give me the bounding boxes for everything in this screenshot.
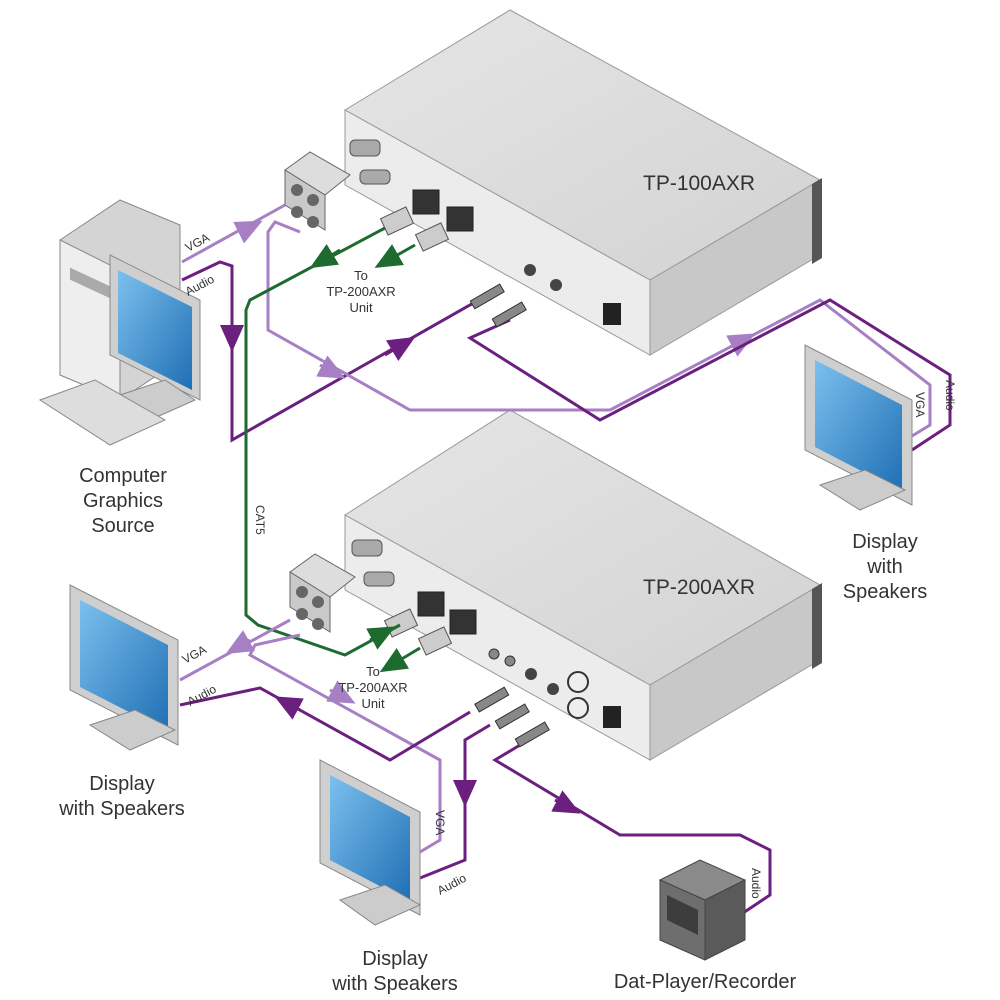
source-label-line-3: Source: [91, 515, 154, 537]
bottom-display-label-line-2: with Speakers: [331, 973, 458, 995]
rca-jack-1: [567, 671, 589, 693]
audio-jack-1: [525, 668, 537, 680]
audio-jack-2: [547, 683, 559, 695]
vga-out-port: [363, 571, 395, 587]
tp-200axr-label: TP-200AXR: [643, 576, 755, 599]
rj45-port-1: [412, 189, 440, 215]
cat5-cable: [244, 226, 401, 657]
dat-player-label: Dat-Player/Recorder: [614, 971, 797, 993]
rj45-plug: [414, 222, 450, 252]
tp-200axr-output-connectors: [289, 553, 356, 633]
rj45-port-2: [449, 609, 477, 635]
audio-plugs: [469, 283, 550, 748]
to-unit-top-line-2: TP-200AXR: [326, 284, 395, 299]
vga-cable-label: VGA: [433, 810, 447, 835]
tp-200axr-device: [344, 409, 822, 761]
cat5-label: CAT5: [253, 505, 267, 535]
vga-cable-to-bottom-display: [248, 633, 442, 857]
bottom-display-icon: [319, 759, 422, 926]
rj45-plug: [417, 626, 453, 656]
bottom-display-label-line-1: Display: [362, 948, 428, 970]
tp-100axr-input-connectors: [284, 151, 351, 231]
left-display-icon: [69, 584, 179, 751]
audio-cable-to-dat-player: [492, 743, 772, 917]
audio-cable-label: Audio: [185, 682, 219, 709]
to-unit-bottom-line-1: To: [366, 664, 380, 679]
rj45-port-1: [417, 591, 445, 617]
audio-cable-to-left-display: [179, 686, 471, 762]
vga-cable-label: VGA: [180, 642, 209, 666]
vga-cable-label: VGA: [183, 230, 212, 254]
power-jack: [603, 706, 621, 728]
to-unit-top-line-3: Unit: [349, 300, 373, 315]
right-display-icon: [804, 344, 913, 511]
source-label-line-2: Graphics: [83, 490, 163, 512]
keyboard-icon: [38, 379, 167, 446]
left-display-label-line-1: Display: [89, 773, 155, 795]
rs232-port: [349, 139, 381, 157]
to-unit-bottom-line-3: Unit: [361, 696, 385, 711]
right-display-label-line-1: Display: [852, 531, 918, 553]
audio-cable-label: Audio: [435, 871, 469, 898]
vga-cable-label: VGA: [913, 392, 927, 417]
rca-jack-2: [567, 697, 589, 719]
audio-out-jack: [550, 279, 562, 291]
tp-100axr-device: [344, 9, 822, 356]
dat-player-icon: [658, 859, 747, 961]
audio-cable-to-bottom-display: [414, 723, 491, 882]
power-jack: [603, 303, 621, 325]
audio-cable-label: Audio: [749, 868, 763, 899]
source-label-line-1: Computer: [79, 465, 167, 487]
to-unit-bottom-line-2: TP-200AXR: [338, 680, 407, 695]
vga-out-port: [359, 169, 391, 185]
tp-100axr-label: TP-100AXR: [643, 172, 755, 195]
audio-cable-to-right-display: [466, 298, 952, 452]
left-display-label-line-2: with Speakers: [58, 798, 185, 820]
rj45-port-2: [446, 206, 474, 232]
audio-in-jack: [524, 264, 536, 276]
audio-cable-label: Audio: [943, 380, 957, 411]
to-unit-top-line-1: To: [354, 268, 368, 283]
vga-cable-to-right-display: [266, 220, 932, 438]
computer-monitor-icon: [109, 254, 201, 421]
right-display-label-line-3: Speakers: [843, 581, 928, 603]
rs232-port: [351, 539, 383, 557]
right-display-label-line-2: with: [866, 556, 903, 578]
